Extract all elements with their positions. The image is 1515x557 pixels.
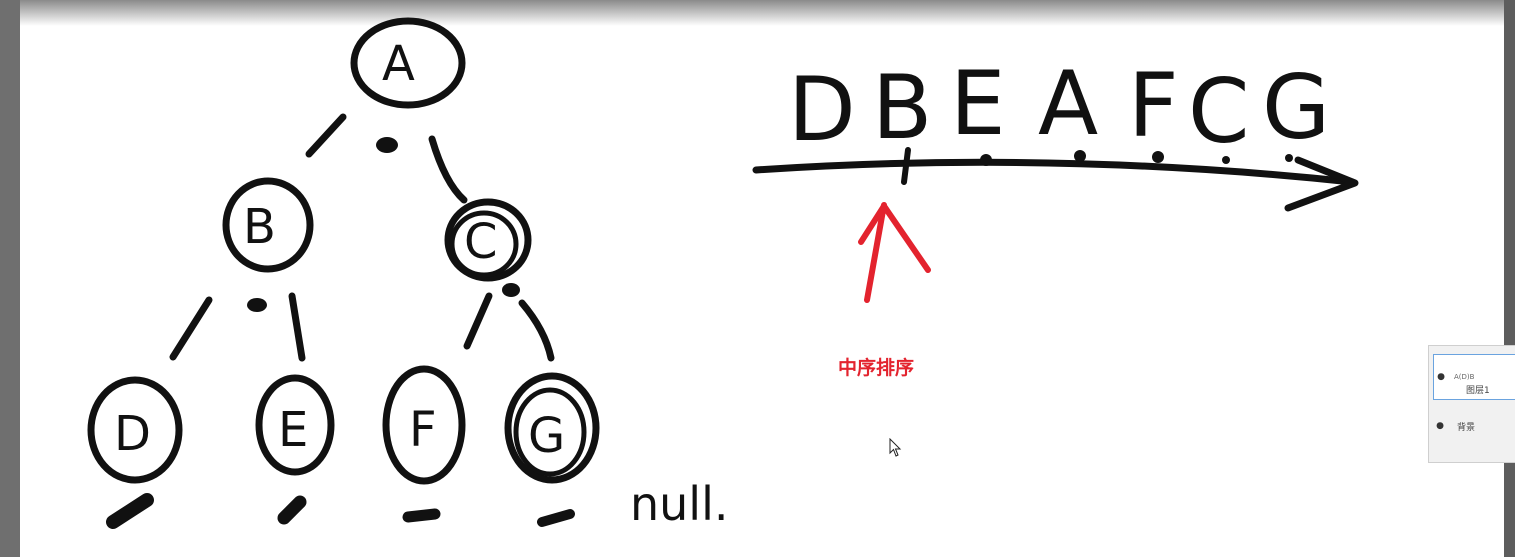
window-edge — [1504, 0, 1515, 557]
edge-b-d — [169, 296, 213, 361]
mouse-cursor-icon — [889, 438, 902, 457]
node-circle-a — [350, 17, 466, 109]
node-circle-f — [382, 365, 466, 485]
dot-mark — [376, 137, 398, 153]
edge-a-b — [305, 113, 347, 158]
background-layer-name: 背景 — [1457, 422, 1476, 433]
edge-a-c — [428, 135, 468, 204]
tree-nodes — [87, 17, 600, 485]
layer-row-background[interactable]: ● 背景 — [1433, 404, 1515, 448]
null-mark — [537, 509, 575, 527]
tree-dots — [106, 137, 575, 529]
seq-letter-3: E — [950, 52, 1006, 155]
seq-letter-7: G — [1262, 56, 1330, 159]
tree-edges — [169, 113, 555, 362]
sequence-dot — [1152, 151, 1164, 163]
tree-node-labels: A B C D E F G — [114, 36, 565, 464]
seq-letter-5: F — [1128, 54, 1179, 157]
sequence-arrow-head — [1284, 156, 1359, 212]
null-mark — [106, 493, 154, 529]
node-circle-g-inner — [513, 387, 587, 477]
edge-c-g — [518, 299, 555, 362]
seq-letter-2: B — [872, 56, 932, 159]
layer-row-1[interactable]: ● A(D)B 图层1 — [1433, 354, 1515, 400]
node-circle-c-inner — [449, 210, 519, 278]
null-mark — [402, 508, 441, 523]
edge-b-e — [288, 292, 306, 362]
seq-letter-6: C — [1188, 60, 1249, 163]
null-mark — [277, 495, 307, 525]
dot-mark — [247, 298, 267, 312]
node-circle-c — [444, 198, 532, 282]
layers-panel[interactable]: ● A(D)B 图层1 ● 背景 — [1428, 345, 1515, 463]
node-circle-g — [504, 372, 600, 484]
null-text: null. — [630, 477, 729, 531]
red-arrow-shaft — [864, 202, 887, 303]
edge-c-f — [463, 292, 493, 350]
sequence-dot — [1285, 154, 1293, 162]
seq-letter-4: A — [1038, 52, 1098, 155]
layer-name: 图层1 — [1466, 386, 1490, 396]
node-label-f: F — [409, 402, 437, 458]
sequence-dot — [980, 154, 992, 166]
node-label-d: D — [114, 406, 151, 462]
caption-inorder: 中序排序 — [838, 357, 915, 379]
layer-thumbnail: A(D)B — [1454, 373, 1475, 381]
node-label-c: C — [464, 214, 498, 270]
node-label-a: A — [382, 36, 415, 92]
node-circle-b — [222, 177, 314, 273]
node-label-e: E — [278, 402, 308, 458]
node-label-b: B — [243, 199, 276, 255]
sequence-dot — [1222, 156, 1230, 164]
eye-icon[interactable]: ● — [1437, 372, 1445, 382]
node-circle-e — [255, 374, 335, 476]
eye-icon[interactable]: ● — [1436, 421, 1444, 431]
node-circle-d — [87, 376, 183, 484]
sequence-tick — [901, 147, 911, 185]
sequence-arrow-line — [752, 158, 1356, 186]
dot-mark — [502, 283, 520, 297]
node-label-g: G — [528, 408, 565, 464]
whiteboard-canvas[interactable] — [20, 0, 1504, 557]
red-arrow-head — [858, 203, 931, 273]
sequence-letters: D B E A F C G — [788, 52, 1330, 163]
sequence-arrow — [752, 147, 1359, 212]
seq-letter-1: D — [788, 58, 856, 161]
sequence-dot — [1074, 150, 1086, 162]
red-pointer-arrow — [858, 202, 931, 303]
